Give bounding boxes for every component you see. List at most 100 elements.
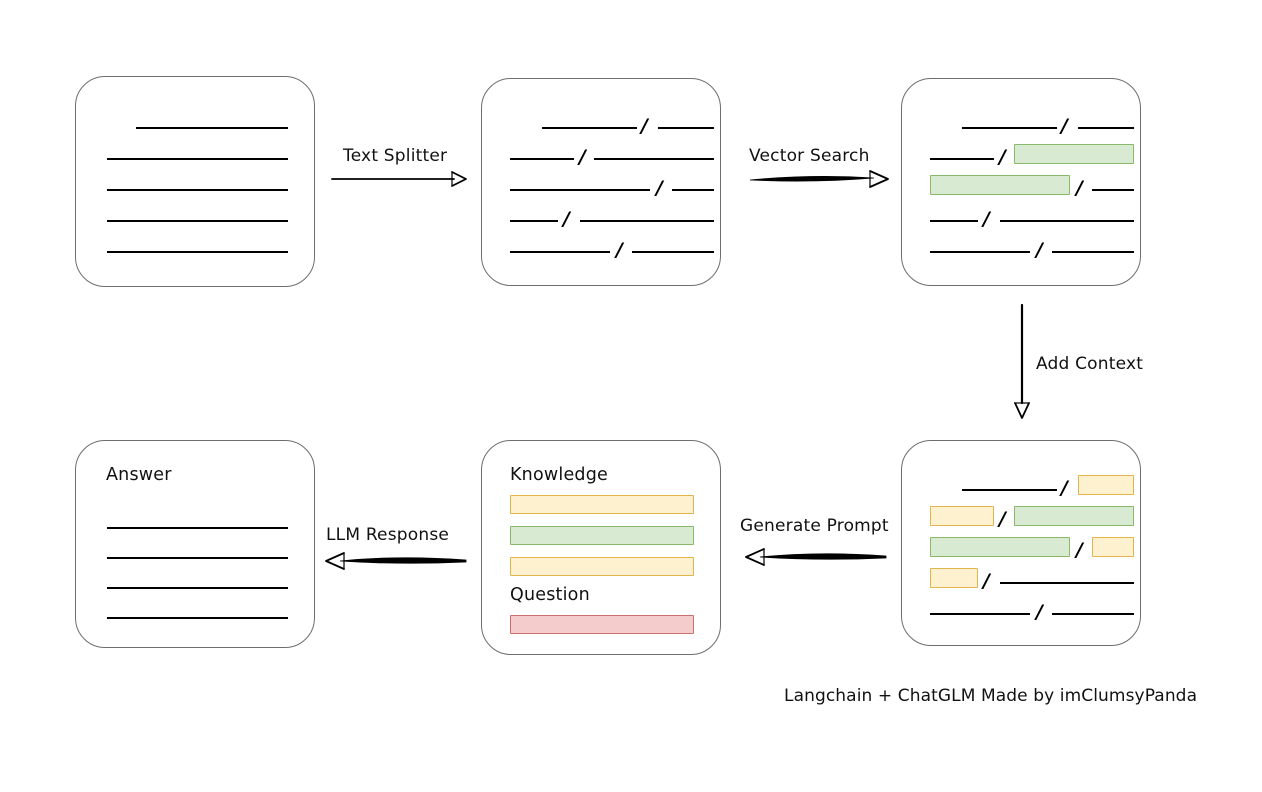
with-context-rows: / / / / / xyxy=(902,441,1140,645)
doc-row: / xyxy=(902,502,1140,529)
matched-chunk-highlight xyxy=(1014,144,1134,164)
edge-label-generate-prompt: Generate Prompt xyxy=(740,516,889,536)
text-line-segment xyxy=(672,189,714,191)
node-answer[interactable]: Answer xyxy=(75,440,315,648)
text-line-segment xyxy=(510,251,610,253)
node-split-chunks[interactable]: / / / / / xyxy=(481,78,721,286)
text-line-segment xyxy=(107,251,288,253)
diagram-caption: Langchain + ChatGLM Made by imClumsyPand… xyxy=(784,686,1198,706)
node-with-context[interactable]: / / / / / xyxy=(901,440,1141,646)
doc-row xyxy=(76,109,314,129)
text-line-segment xyxy=(1052,251,1134,253)
doc-row xyxy=(76,599,314,619)
doc-row xyxy=(76,171,314,191)
knowledge-bar xyxy=(510,557,694,576)
text-line-segment xyxy=(107,557,288,559)
knowledge-label: Knowledge xyxy=(510,465,608,485)
text-line-segment xyxy=(107,587,288,589)
node-source-document[interactable] xyxy=(75,76,315,287)
text-line-segment xyxy=(930,220,978,222)
doc-row: / xyxy=(902,233,1140,260)
text-line-segment xyxy=(962,489,1057,491)
chunk-separator: / xyxy=(983,208,990,230)
node-prompt[interactable]: Knowledge Question xyxy=(481,440,721,655)
text-line-segment xyxy=(1092,189,1134,191)
doc-row: / xyxy=(482,202,720,229)
edge-label-text-splitter: Text Splitter xyxy=(343,146,448,166)
context-chunk-highlight xyxy=(930,568,978,588)
doc-row xyxy=(76,569,314,589)
arrow-generate-prompt xyxy=(745,548,887,566)
text-line-segment xyxy=(594,158,714,160)
chunk-separator: / xyxy=(616,239,623,261)
text-line-segment xyxy=(930,251,1030,253)
question-bar xyxy=(510,615,694,634)
answer-label: Answer xyxy=(106,465,172,485)
text-line-segment xyxy=(962,127,1057,129)
node-matched-chunks[interactable]: / / / / / xyxy=(901,78,1141,286)
text-line-segment xyxy=(632,251,714,253)
edge-label-add-context: Add Context xyxy=(1036,354,1144,374)
edge-label-llm-response: LLM Response xyxy=(326,525,450,545)
chunk-separator: / xyxy=(1036,239,1043,261)
text-line-segment xyxy=(658,127,714,129)
chunk-separator: / xyxy=(563,208,570,230)
chunk-separator: / xyxy=(999,508,1006,530)
chunk-separator: / xyxy=(1076,177,1083,199)
chunk-separator: / xyxy=(1061,115,1068,137)
text-line-segment xyxy=(930,158,994,160)
text-line-segment xyxy=(1052,613,1134,615)
doc-row: / xyxy=(902,202,1140,229)
text-line-segment xyxy=(107,189,288,191)
doc-row: / xyxy=(902,533,1140,560)
knowledge-bar xyxy=(510,526,694,545)
doc-row xyxy=(76,202,314,222)
context-chunk-highlight xyxy=(930,506,994,526)
context-chunk-highlight xyxy=(1078,475,1134,495)
doc-row: / xyxy=(902,109,1140,136)
text-line-segment xyxy=(107,617,288,619)
doc-row: / xyxy=(482,171,720,198)
arrow-vector-search xyxy=(749,170,889,188)
doc-row xyxy=(76,140,314,160)
arrow-text-splitter xyxy=(331,171,467,187)
text-line-segment xyxy=(1000,220,1134,222)
doc-row: / xyxy=(902,471,1140,498)
chunk-separator: / xyxy=(999,146,1006,168)
text-line-segment xyxy=(930,613,1030,615)
context-chunk-highlight xyxy=(1092,537,1134,557)
source-document-rows xyxy=(76,77,314,286)
question-label: Question xyxy=(510,585,590,605)
text-line-segment xyxy=(107,220,288,222)
text-line-segment xyxy=(510,220,558,222)
arrow-llm-response xyxy=(325,552,467,570)
text-line-segment xyxy=(580,220,714,222)
doc-row: / xyxy=(902,564,1140,591)
doc-row: / xyxy=(902,171,1140,198)
arrow-add-context xyxy=(1014,303,1030,419)
doc-row: / xyxy=(482,109,720,136)
matched-chunk-highlight xyxy=(930,175,1070,195)
chunk-separator: / xyxy=(579,146,586,168)
doc-row: / xyxy=(902,140,1140,167)
chunk-separator: / xyxy=(983,570,990,592)
text-line-segment xyxy=(136,127,288,129)
doc-row xyxy=(76,539,314,559)
edge-label-vector-search: Vector Search xyxy=(749,146,870,166)
text-line-segment xyxy=(1000,582,1134,584)
chunk-separator: / xyxy=(1036,601,1043,623)
text-line-segment xyxy=(542,127,637,129)
text-line-segment xyxy=(1078,127,1134,129)
text-line-segment xyxy=(107,527,288,529)
doc-row: / xyxy=(902,595,1140,622)
doc-row: / xyxy=(482,233,720,260)
knowledge-bar xyxy=(510,495,694,514)
matched-chunk-highlight xyxy=(930,537,1070,557)
matched-chunk-highlight xyxy=(1014,506,1134,526)
text-line-segment xyxy=(510,189,650,191)
chunk-separator: / xyxy=(1061,477,1068,499)
doc-row: / xyxy=(482,140,720,167)
matched-chunks-rows: / / / / / xyxy=(902,79,1140,285)
chunk-separator: / xyxy=(1076,539,1083,561)
